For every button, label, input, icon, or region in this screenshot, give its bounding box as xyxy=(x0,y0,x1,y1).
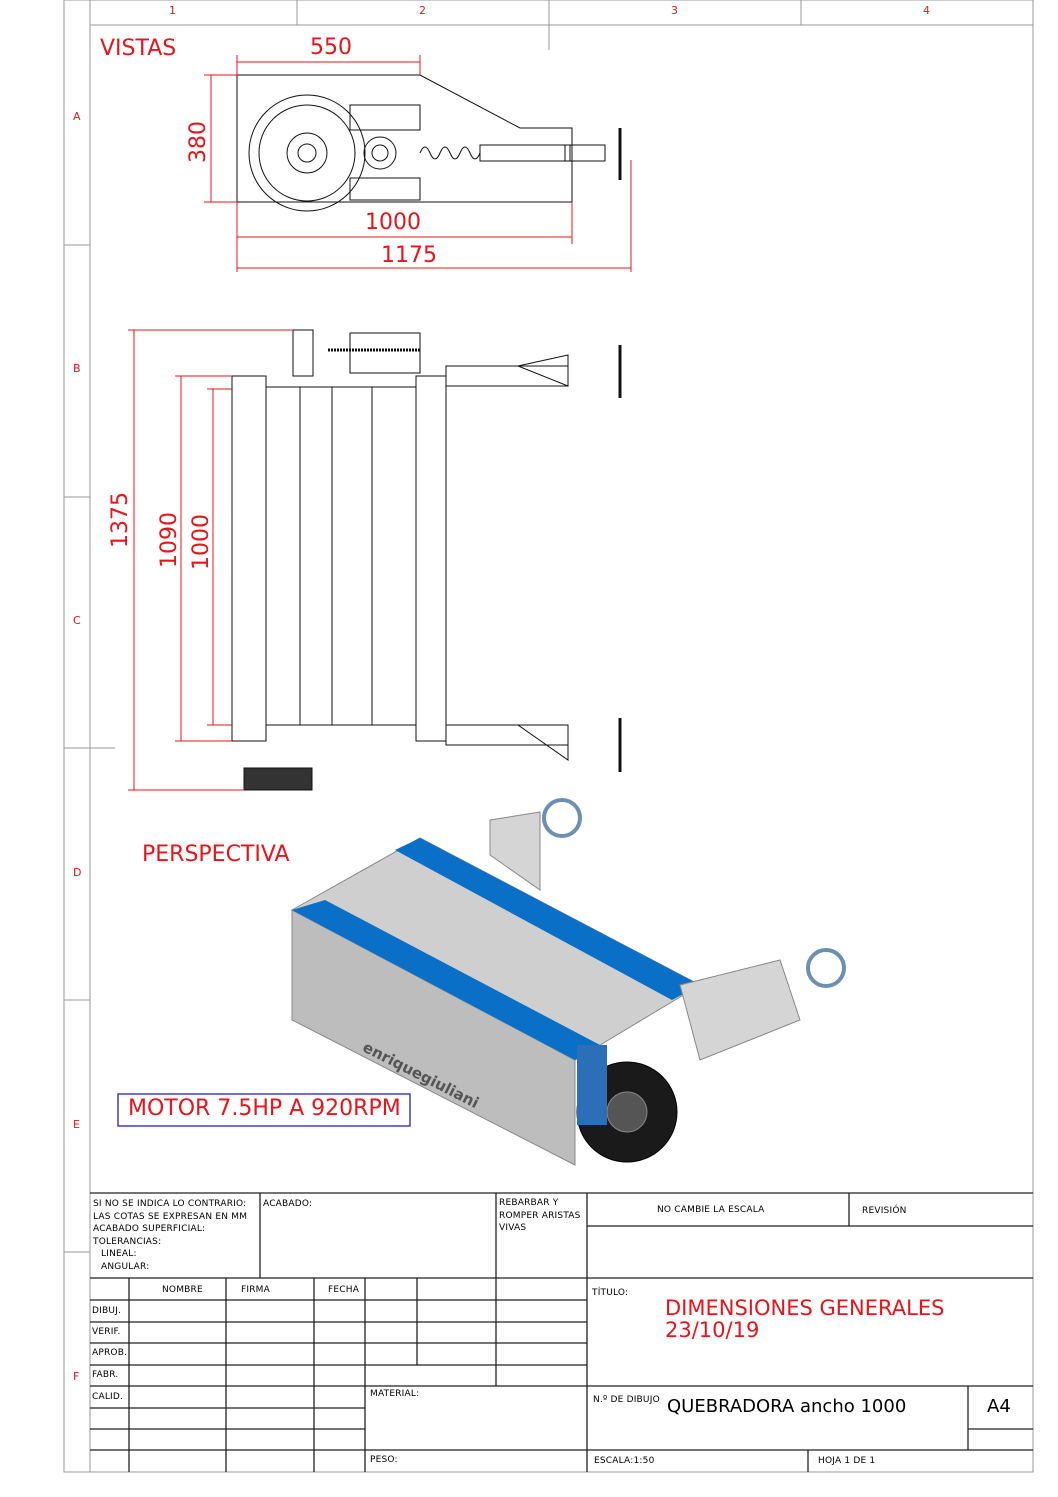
dim-1090: 1090 xyxy=(157,512,182,568)
top-view-dimensions xyxy=(204,55,632,272)
role-dibuj: DIBUJ. xyxy=(92,1306,122,1316)
general-notes: SI NO SE INDICA LO CONTRARIO: LAS COTAS … xyxy=(93,1198,247,1274)
dim-380: 380 xyxy=(186,121,211,163)
header-firma: FIRMA xyxy=(241,1285,271,1295)
zone-row-c: C xyxy=(73,614,81,627)
vistas-label: VISTAS xyxy=(100,36,177,61)
no-cambie-escala: NO CAMBIE LA ESCALA xyxy=(657,1205,765,1215)
dim-1175: 1175 xyxy=(381,243,437,268)
role-verif: VERIF. xyxy=(92,1327,121,1337)
titulo-label: TÍTULO: xyxy=(592,1288,629,1298)
rebarbar-note: REBARBAR Y ROMPER ARISTAS VIVAS xyxy=(499,1197,581,1235)
zone-col-3: 3 xyxy=(671,4,678,17)
note-line: TOLERANCIAS: xyxy=(93,1236,162,1247)
dim-1000-front: 1000 xyxy=(189,514,214,570)
zone-row-b: B xyxy=(73,362,81,375)
revision-label: REVISIÓN xyxy=(862,1206,907,1216)
note-line: SI NO SE INDICA LO CONTRARIO: xyxy=(93,1199,247,1209)
scale-label: ESCALA:1:50 xyxy=(594,1456,655,1466)
role-calid: CALID. xyxy=(92,1392,124,1402)
note-line: LAS COTAS SE EXPRESAN EN MM xyxy=(93,1211,248,1222)
sheet-size: A4 xyxy=(987,1396,1011,1417)
zone-col-4: 4 xyxy=(923,4,930,17)
motor-note-box xyxy=(117,1093,411,1127)
dim-1375: 1375 xyxy=(108,492,133,548)
zone-row-d: D xyxy=(73,866,82,879)
role-aprob: APROB. xyxy=(92,1348,128,1358)
front-view xyxy=(231,329,622,791)
motor-note: MOTOR 7.5HP A 920RPM xyxy=(128,1096,401,1121)
zone-col-1: 1 xyxy=(169,4,176,17)
header-fecha: FECHA xyxy=(328,1285,360,1295)
drawing-title: DIMENSIONES GENERALES xyxy=(665,1296,945,1320)
dim-550: 550 xyxy=(310,35,352,60)
zone-row-f: F xyxy=(73,1370,80,1383)
perspective-view xyxy=(290,798,846,1166)
note-line: VIVAS xyxy=(499,1223,527,1234)
zone-row-e: E xyxy=(73,1118,80,1131)
drawing-number: QUEBRADORA ancho 1000 xyxy=(667,1396,907,1417)
dim-1000-top: 1000 xyxy=(365,210,421,235)
top-view xyxy=(236,74,622,212)
header-nombre: NOMBRE xyxy=(162,1285,203,1295)
material-label: MATERIAL: xyxy=(370,1389,420,1399)
note-line: REBARBAR Y xyxy=(499,1198,559,1208)
zone-col-2: 2 xyxy=(419,4,426,17)
front-view-dimensions xyxy=(128,329,293,791)
zone-row-a: A xyxy=(73,110,81,123)
drawing-no-label: N.º DE DIBUJO xyxy=(593,1395,660,1405)
perspectiva-label: PERSPECTIVA xyxy=(142,842,290,867)
drawing-date: 23/10/19 xyxy=(665,1318,760,1342)
note-line: LINEAL: xyxy=(101,1249,137,1260)
role-fabr: FABR. xyxy=(92,1370,119,1380)
acabado-label: ACABADO: xyxy=(263,1199,313,1209)
note-line: ROMPER ARISTAS xyxy=(499,1210,581,1221)
sheet-count: HOJA 1 DE 1 xyxy=(818,1456,876,1466)
note-line: ACABADO SUPERFICIAL: xyxy=(93,1224,206,1235)
peso-label: PESO: xyxy=(370,1455,398,1465)
note-line: ANGULAR: xyxy=(101,1261,150,1272)
